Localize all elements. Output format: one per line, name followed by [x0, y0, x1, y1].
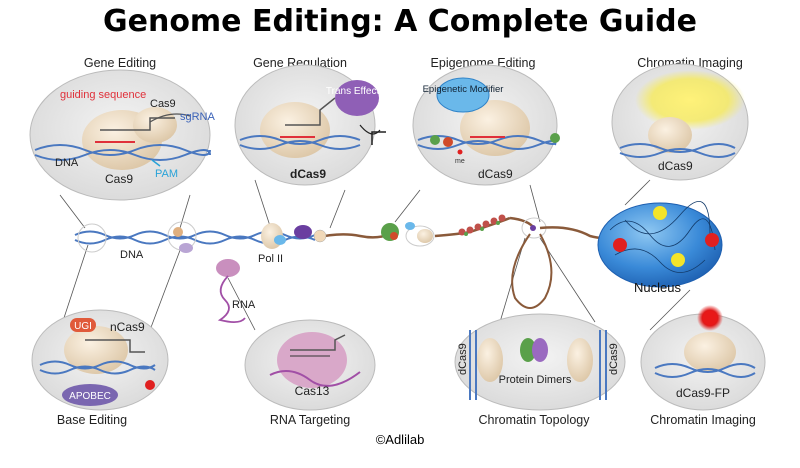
- label-chromatin-topology: Chromatin Topology: [478, 413, 590, 427]
- text-dcas9-topology-left: dCas9: [457, 343, 469, 375]
- text-me: me: [455, 158, 465, 165]
- text-nucleus: Nucleus: [634, 280, 681, 295]
- oval-chromatin-imaging-top: dCas9: [611, 63, 749, 181]
- oval-chromatin-imaging-bottom: dCas9-FP: [640, 305, 766, 411]
- text-dna-gene-editing: DNA: [55, 157, 79, 169]
- text-dcas9-epigenome: dCas9: [478, 167, 513, 181]
- epigenetic-modifier: [436, 77, 490, 113]
- text-cas9: Cas9: [105, 172, 133, 186]
- oval-gene-editing: guiding sequence Cas9 sgRNA DNA Cas9 PAM: [29, 69, 216, 201]
- text-dcas9-topology-right: dCas9: [608, 343, 620, 375]
- connector-lines: [59, 179, 691, 331]
- sgrna-strand: [100, 117, 175, 131]
- text-cas13: Cas13: [295, 384, 330, 398]
- nucleus: Nucleus: [597, 201, 723, 295]
- text-sgrna: sgRNA: [180, 111, 216, 123]
- oval-chromatin-topology: dCas9 dCas9 Protein Dimers: [454, 313, 626, 411]
- text-protein-dimers: Protein Dimers: [499, 374, 572, 386]
- text-dcas9-regulation: dCas9: [290, 167, 326, 181]
- label-chromatin-imaging-bottom: Chromatin Imaging: [650, 413, 756, 427]
- text-guiding-sequence: guiding sequence: [60, 89, 146, 101]
- central-dna-strand: DNA Pol II: [74, 221, 316, 265]
- chromatin-fiber: [313, 214, 613, 309]
- trans-effector: [335, 80, 379, 116]
- text-ugi: UGI: [74, 321, 92, 332]
- apobec-protein: [62, 384, 118, 406]
- oval-gene-regulation: Trans Effector dCas9: [234, 64, 389, 186]
- text-trans-effector: Trans Effector: [326, 86, 389, 97]
- dna-helix: [34, 144, 211, 156]
- label-epigenome-editing: Epigenome Editing: [430, 56, 536, 70]
- text-dcas9-imaging-top: dCas9: [658, 159, 693, 173]
- label-rna-targeting: RNA Targeting: [269, 413, 351, 427]
- text-center-dna: DNA: [120, 249, 144, 261]
- text-rna: RNA: [232, 299, 256, 311]
- oval-epigenome-editing: Epigenetic Modifier me dCas9: [412, 64, 560, 186]
- cas13-protein: [277, 332, 347, 388]
- text-dcas9-fp: dCas9-FP: [676, 386, 730, 400]
- text-cas9-top: Cas9: [150, 98, 176, 110]
- text-ncas9: nCas9: [110, 320, 145, 334]
- chromatin-loop: [511, 233, 553, 309]
- oval-base-editing: UGI nCas9 APOBEC: [31, 309, 169, 411]
- copyright: ©Adlilab: [375, 432, 425, 447]
- text-pam: PAM: [155, 168, 178, 180]
- text-epigenetic-modifier: Epigenetic Modifier: [423, 84, 504, 95]
- text-pol2: Pol II: [258, 253, 283, 265]
- label-base-editing: Base Editing: [56, 413, 128, 427]
- rna-strand: RNA: [216, 259, 256, 323]
- ugi-protein: [70, 318, 96, 332]
- page-title: Genome Editing: A Complete Guide: [102, 4, 697, 39]
- text-apobec: APOBEC: [69, 391, 111, 402]
- label-gene-editing: Gene Editing: [83, 56, 157, 70]
- oval-rna-targeting: Cas13: [244, 319, 376, 411]
- fluorescent-glow: [635, 70, 745, 130]
